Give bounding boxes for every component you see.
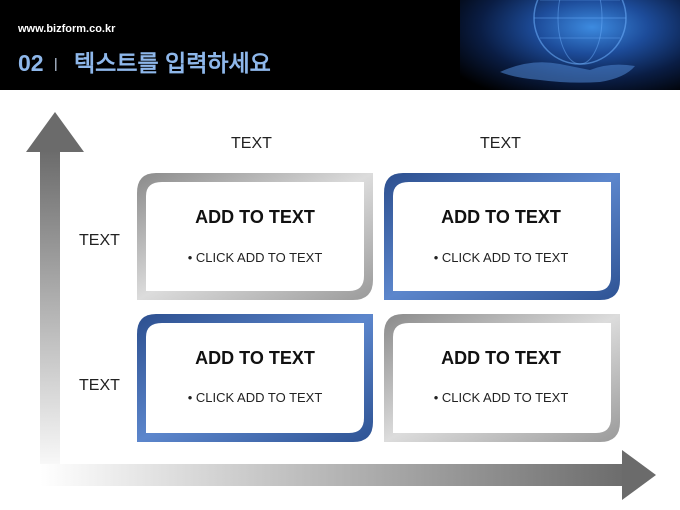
column-label-1: TEXT: [231, 135, 272, 152]
title-separator: |: [53, 55, 58, 71]
page-title: 02 | 텍스트를 입력하세요: [18, 44, 271, 78]
cell-3-bullet: • CLICK ADD TO TEXT: [188, 390, 323, 405]
cell-2-bullet: • CLICK ADD TO TEXT: [434, 250, 569, 265]
title-text: 텍스트를 입력하세요: [74, 50, 271, 76]
column-label-2: TEXT: [480, 135, 521, 152]
cell-1-title: ADD TO TEXT: [195, 207, 315, 227]
cell-4-bullet: • CLICK ADD TO TEXT: [434, 390, 569, 405]
matrix-diagram: ADD TO TEXT • CLICK ADD TO TEXT ADD TO T…: [0, 90, 680, 510]
row-label-2: TEXT: [79, 377, 120, 394]
matrix-cell-4[interactable]: [384, 314, 620, 442]
header-banner: www.bizform.co.kr 02 | 텍스트를 입력하세요: [0, 0, 680, 90]
cell-3-title: ADD TO TEXT: [195, 348, 315, 368]
slide-number: 02: [18, 50, 44, 76]
cell-1-bullet: • CLICK ADD TO TEXT: [188, 250, 323, 265]
row-label-1: TEXT: [79, 232, 120, 249]
matrix-cell-1[interactable]: [137, 173, 373, 300]
matrix-cell-3[interactable]: [137, 314, 373, 442]
cell-4-title: ADD TO TEXT: [441, 348, 561, 368]
cell-2-title: ADD TO TEXT: [441, 207, 561, 227]
diagram-graphics: ADD TO TEXT • CLICK ADD TO TEXT ADD TO T…: [26, 112, 656, 500]
globe-hand-image: [460, 0, 680, 90]
site-url: www.bizform.co.kr: [18, 23, 116, 35]
vertical-axis-arrow: [26, 112, 84, 480]
globe-icon: [500, 0, 635, 83]
matrix-cell-2[interactable]: [384, 173, 620, 300]
horizontal-axis-arrow: [40, 450, 656, 500]
